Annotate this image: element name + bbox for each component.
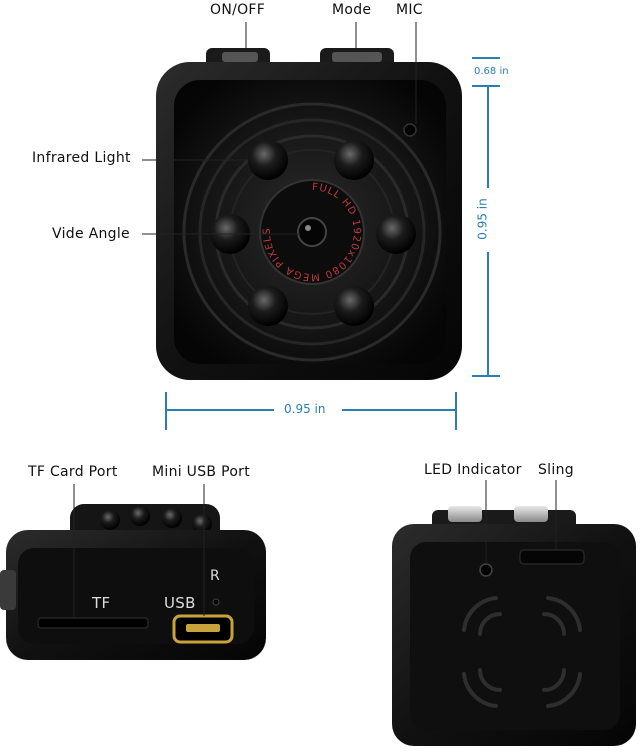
- back-camera-view: [392, 506, 636, 746]
- front-camera-view: FULL HD 1920x1080 MEGA PIXELS: [156, 48, 462, 380]
- reset-hole: [212, 598, 220, 606]
- tf-slot: [37, 617, 149, 629]
- led-hole: [479, 563, 493, 577]
- ir-led: [376, 214, 416, 254]
- dimension-width: 0.95 in: [284, 402, 326, 416]
- label-mode: Mode: [332, 2, 372, 18]
- mic-hole: [403, 123, 417, 137]
- speaker-grille: [462, 596, 582, 708]
- label-mic: MIC: [396, 2, 423, 18]
- marking-tf: TF: [92, 594, 111, 612]
- ir-led: [334, 286, 374, 326]
- dimension-height: 0.95 in: [475, 198, 490, 240]
- ir-led: [334, 140, 374, 180]
- label-sling: Sling: [538, 462, 574, 478]
- dimension-button-height: 0.68 in: [474, 66, 509, 77]
- camera-lens: [297, 217, 327, 247]
- back-button: [448, 506, 482, 522]
- label-view-angle: Vide Angle: [52, 226, 130, 242]
- label-infrared-light: Infrared Light: [32, 150, 131, 166]
- label-mini-usb-port: Mini USB Port: [152, 464, 251, 480]
- label-tf-card-port: TF Card Port: [28, 464, 118, 480]
- label-on-off: ON/OFF: [210, 2, 266, 18]
- marking-usb: USB: [164, 594, 196, 612]
- marking-reset: R: [210, 568, 221, 584]
- back-button: [514, 506, 548, 522]
- sling-slot: [519, 549, 585, 565]
- dimension-lines: [165, 57, 500, 430]
- ir-led: [248, 286, 288, 326]
- label-led-indicator: LED Indicator: [424, 462, 522, 478]
- side-camera-view: [0, 504, 266, 660]
- ir-led: [248, 140, 288, 180]
